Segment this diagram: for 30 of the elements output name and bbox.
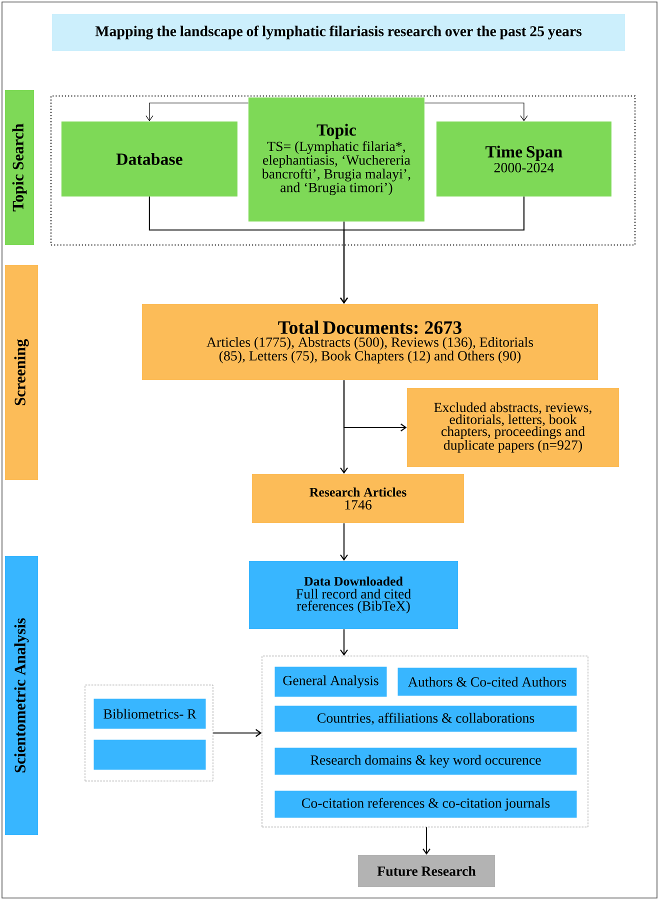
process-box: Database bbox=[61, 121, 238, 196]
arrow bbox=[213, 729, 262, 737]
process-box: Excluded abstracts, reviews, editorials, letters, book chapters, proceedings and duplicate papers (n=927) bbox=[407, 388, 619, 467]
section-band: Screening bbox=[5, 265, 38, 480]
process-box: Authors & Co-cited Authors bbox=[398, 668, 577, 696]
arrow bbox=[422, 827, 430, 855]
section-band: Topic Search bbox=[5, 90, 34, 245]
process-box: Topic TS= (Lymphatic filaria*, elephantiasis, ‘Wuchereria bancrofti’, Brugia malayi’, and ‘Brugia timori’) bbox=[248, 97, 424, 222]
process-box: Research domains & key word occurence bbox=[274, 748, 577, 775]
title-banner: Mapping the landscape of lymphatic filariasis research over the past 25 years bbox=[52, 14, 625, 51]
arrow bbox=[424, 102, 528, 122]
process-box: Research Articles 1746 bbox=[252, 474, 464, 523]
process-box: Countries, affiliations & collaborations bbox=[274, 706, 577, 732]
process-box: Total Documents: 2673 Articles (1775), Abstracts (500), Reviews (136), Editorials (85), Letters (75), Book Chapters (12) and Others (90) bbox=[142, 304, 598, 380]
process-box: General Analysis bbox=[274, 666, 387, 697]
arrow bbox=[340, 380, 348, 474]
arrow bbox=[340, 523, 348, 561]
dotted-frame bbox=[262, 656, 588, 828]
process-box: Bibliometrics- R bbox=[94, 698, 206, 729]
dotted-frame bbox=[50, 95, 636, 246]
process-box: Co-citation references & co-citation journals bbox=[274, 790, 577, 818]
process-box bbox=[94, 740, 206, 770]
process-box: Future Research bbox=[358, 855, 495, 887]
section-band: Scientometric Analysis bbox=[5, 556, 38, 835]
process-box: Time Span 2000-2024 bbox=[436, 121, 612, 196]
dotted-frame bbox=[84, 684, 214, 782]
arrow bbox=[340, 196, 524, 304]
arrow bbox=[340, 629, 348, 656]
arrow bbox=[146, 102, 249, 122]
process-box: Data Downloaded Full record and cited references (BibTeX) bbox=[249, 561, 458, 629]
